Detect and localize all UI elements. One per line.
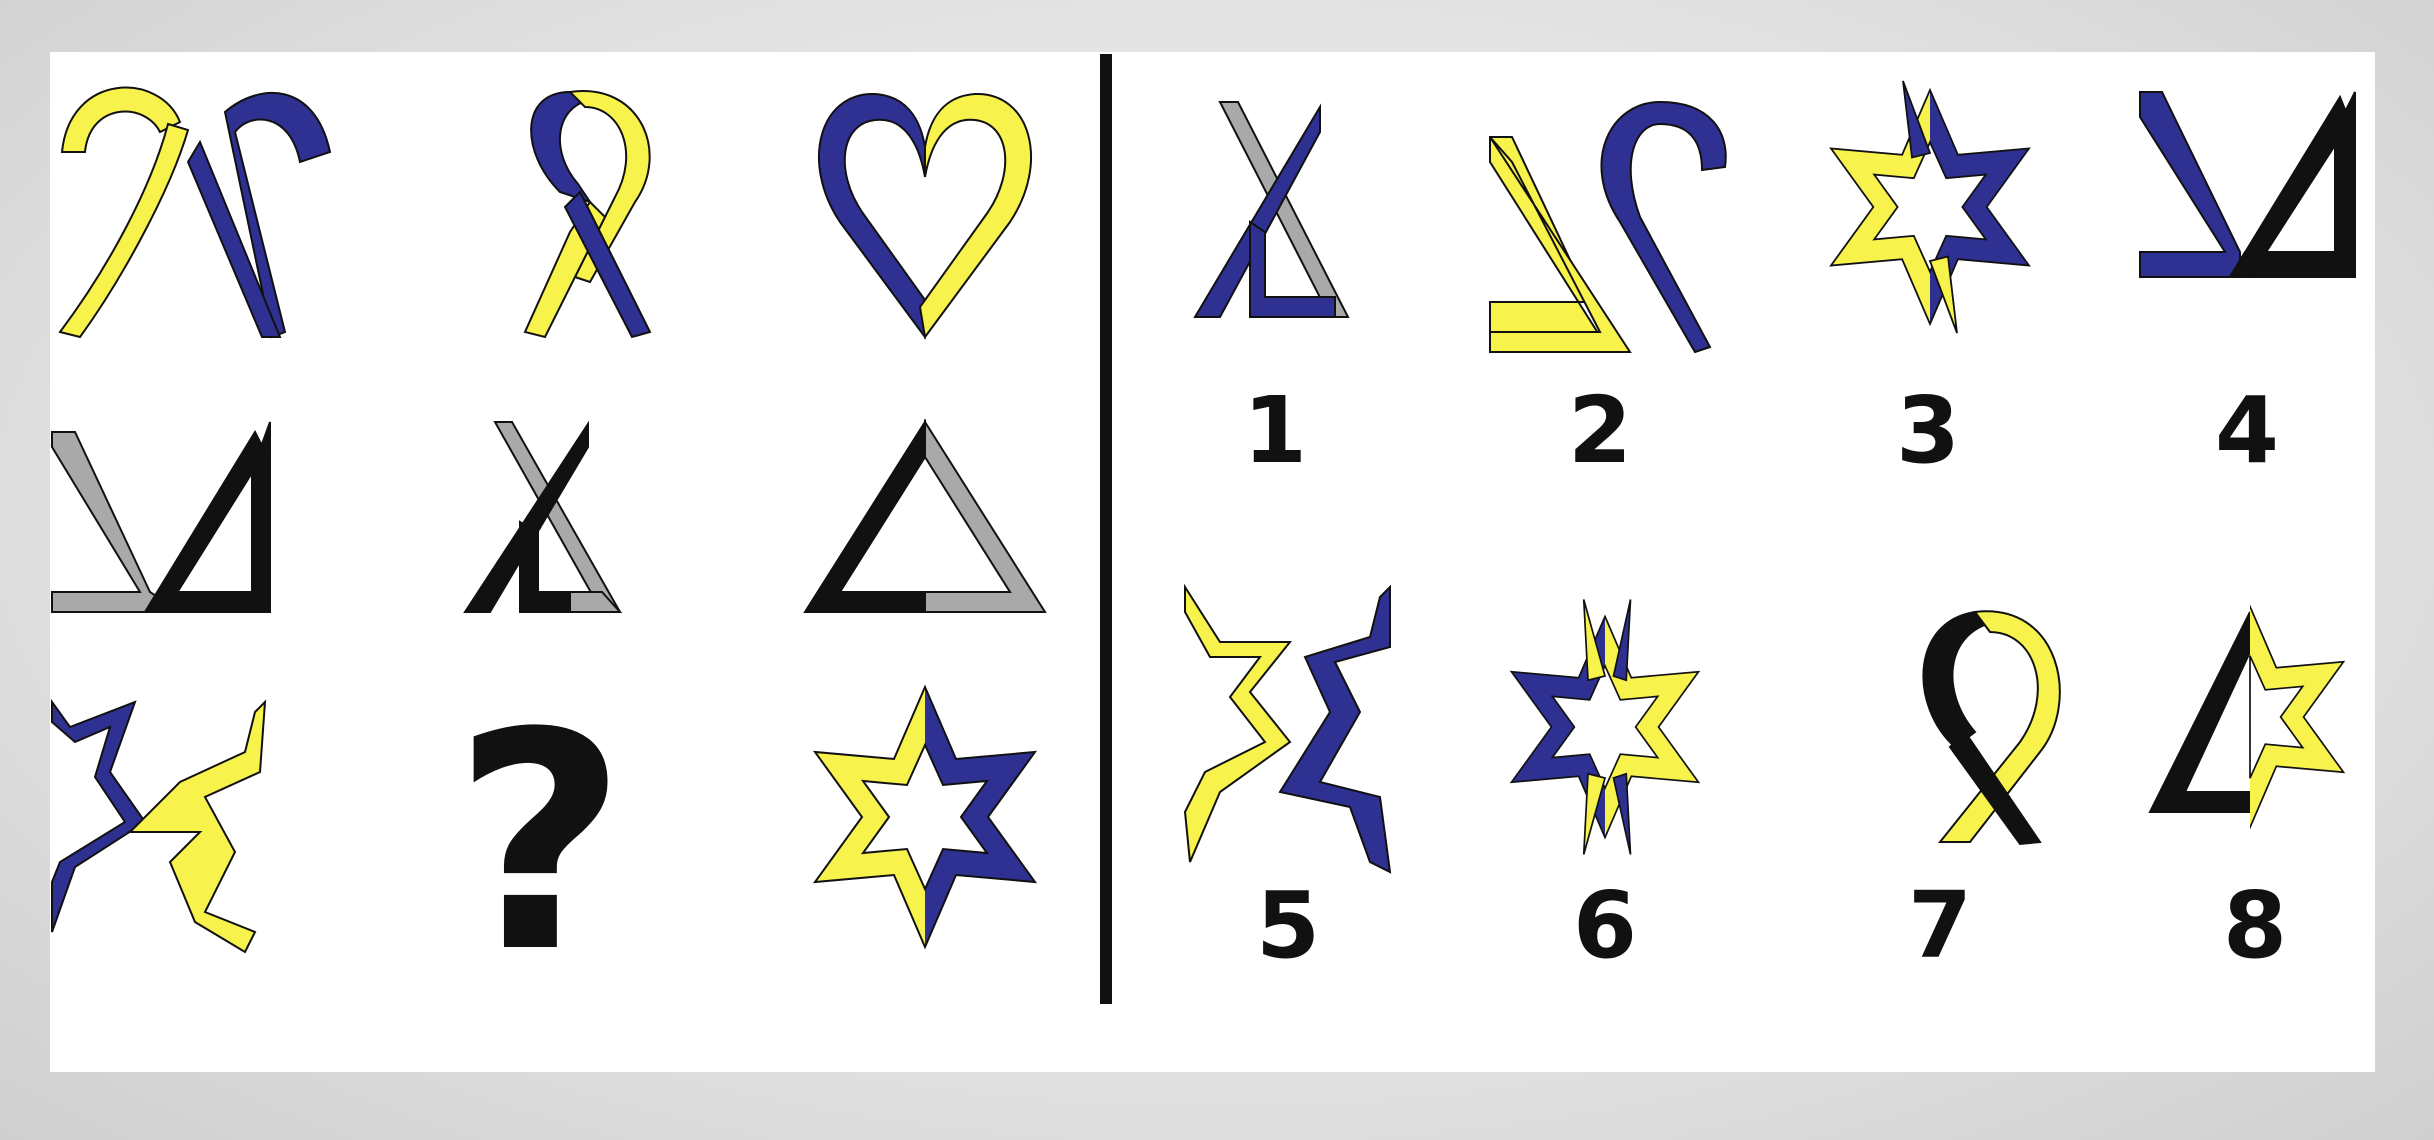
cell-gray-black-crossed-triangle	[463, 420, 623, 613]
option-1-figure[interactable]	[1193, 101, 1350, 318]
ribbon-blue-part	[530, 90, 594, 204]
star-inner-cut	[2249, 655, 2305, 779]
option-4-figure[interactable]	[2139, 91, 2356, 278]
black-left-leg	[519, 520, 571, 613]
yellow-spike-bottom	[1582, 772, 1607, 855]
ribbon-black-part	[1922, 610, 1999, 749]
option-2-figure[interactable]	[1489, 100, 1727, 354]
blue-left-leg	[1249, 220, 1336, 318]
blue-diagonal	[1193, 103, 1321, 318]
cell-gray-black-v	[51, 421, 271, 613]
cell-blue-yellow-zigzag	[51, 698, 267, 954]
yellow-v-base	[1489, 136, 1632, 353]
black-triangle-half	[2148, 611, 2251, 813]
option-label-4: 4	[2215, 377, 2279, 484]
blue-arch	[1600, 100, 1727, 354]
option-6-figure[interactable]	[1510, 599, 1700, 855]
puzzle-board: ?	[50, 52, 2375, 1072]
option-5-figure[interactable]	[1183, 583, 1392, 874]
black-v-diagonal	[143, 429, 267, 613]
black-diagonal	[463, 420, 589, 613]
option-7-figure[interactable]	[1922, 610, 2061, 846]
option-label-3: 3	[1896, 377, 1960, 484]
yellow-v	[1489, 136, 1612, 353]
ribbon-black-tail	[1948, 730, 2042, 846]
blue-v-part	[2139, 91, 2241, 278]
vertical-divider	[1100, 54, 1112, 1004]
triangle-gray-half	[924, 418, 1047, 613]
yellow-spike-top	[1582, 599, 1607, 682]
triangle-black-half	[803, 418, 926, 613]
cell-x-arches	[58, 86, 332, 339]
option-label-2: 2	[1568, 377, 1632, 484]
option-3-figure[interactable]	[1830, 80, 2030, 334]
blue-zigzag	[1278, 584, 1392, 874]
option-8-figure[interactable]	[2148, 605, 2345, 829]
cell-star	[814, 686, 1036, 948]
yellow-zigzag	[1183, 583, 1293, 863]
yellow-spike-bottom	[1928, 255, 1958, 334]
cell-missing: ?	[453, 669, 627, 1018]
ribbon-blue-tail	[563, 190, 652, 339]
yellow-arch-stroke	[60, 86, 182, 153]
blue-zigzag	[51, 698, 147, 933]
gray-v-part	[51, 431, 184, 613]
gray-diagonal	[1218, 101, 1350, 318]
option-label-5: 5	[1256, 872, 1320, 979]
cell-heart	[818, 92, 1032, 340]
option-label-1: 1	[1243, 377, 1307, 484]
blue-spike-top	[1902, 80, 1932, 159]
yellow-diagonal	[58, 122, 190, 339]
blue-diagonal	[186, 139, 282, 338]
option-label-8: 8	[2223, 872, 2287, 979]
question-mark: ?	[453, 669, 627, 1018]
heart-yellow-half	[918, 92, 1032, 340]
blue-arch-stroke	[223, 92, 332, 339]
option-label-6: 6	[1573, 872, 1637, 979]
ribbon-yellow-loop	[567, 90, 651, 284]
option-label-7: 7	[1908, 872, 1972, 979]
heart-blue-half	[818, 92, 932, 340]
cell-ribbon	[523, 90, 652, 339]
blue-spike-bottom	[1612, 772, 1632, 855]
black-diagonal	[2228, 94, 2352, 278]
blue-spike-top	[1612, 599, 1632, 682]
gray-diagonal	[493, 421, 622, 613]
cell-black-gray-triangle	[803, 418, 1047, 613]
yellow-zigzag	[127, 699, 267, 954]
